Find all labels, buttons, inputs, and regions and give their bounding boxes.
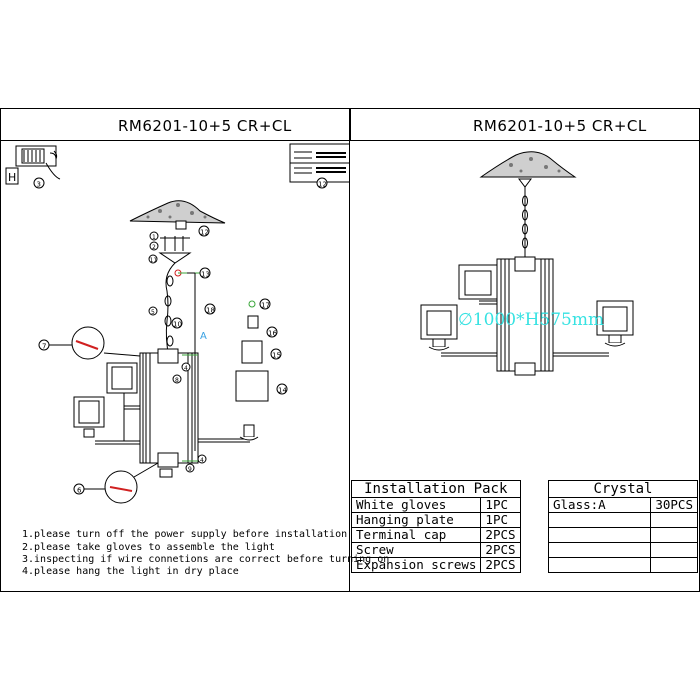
callout-5: 5 bbox=[151, 309, 155, 316]
main-body bbox=[139, 348, 199, 468]
callout-11: 11 bbox=[150, 257, 158, 264]
panel-divider bbox=[349, 108, 351, 592]
callout-10: 10 bbox=[173, 321, 182, 329]
ceiling-mount bbox=[129, 200, 226, 224]
left-model-title: RM6201-10+5 CR+CL bbox=[118, 117, 292, 135]
callout-14: 14 bbox=[278, 387, 287, 395]
arms bbox=[95, 391, 250, 445]
note-3: 3.inspecting if wire connetions are corr… bbox=[22, 554, 390, 565]
shade-part-15 bbox=[241, 340, 263, 364]
wire-detail-upper bbox=[71, 326, 141, 360]
shade-right-right bbox=[596, 300, 634, 347]
wire-connector-icon bbox=[289, 143, 349, 183]
note-4: 4.please hang the light in dry place bbox=[22, 566, 239, 577]
callout-6: 6 bbox=[77, 487, 82, 495]
callout-12-top: 12 bbox=[318, 181, 327, 189]
callout-12: 12 bbox=[200, 229, 209, 237]
arms-right bbox=[441, 300, 609, 357]
table-row bbox=[547, 542, 698, 558]
table-row bbox=[547, 527, 698, 543]
shade-right-top bbox=[458, 264, 498, 300]
svg-text:H: H bbox=[8, 171, 16, 184]
crystal-header: Crystal bbox=[548, 480, 698, 498]
callout-17: 17 bbox=[261, 302, 270, 310]
body-right bbox=[496, 256, 554, 376]
callout-4-lower: 4 bbox=[200, 457, 204, 464]
left-title-bar bbox=[0, 108, 351, 141]
callout-4-upper: 4 bbox=[184, 365, 188, 372]
right-model-title: RM6201-10+5 CR+CL bbox=[473, 117, 647, 135]
label-A: A bbox=[200, 331, 207, 342]
installation-pack-header: Installation Pack bbox=[351, 480, 521, 498]
callout-2: 2 bbox=[152, 244, 156, 251]
installation-diagram: H 3 12 12 1 2 11 13 5 10 18 A 4 8 bbox=[5, 143, 349, 504]
power-switch-icon: H bbox=[5, 145, 58, 185]
product-drawing bbox=[420, 151, 634, 376]
bulb-part bbox=[247, 300, 259, 329]
chain bbox=[164, 262, 176, 358]
chain-right bbox=[522, 187, 528, 259]
callout-8: 8 bbox=[175, 377, 179, 384]
callout-7: 7 bbox=[42, 343, 46, 351]
callout-18: 18 bbox=[206, 307, 215, 315]
note-1: 1.please turn off the power supply befor… bbox=[22, 529, 348, 540]
callout-1: 1 bbox=[152, 234, 156, 241]
callout-13: 13 bbox=[201, 271, 210, 279]
wire-detail-lower bbox=[104, 462, 159, 504]
note-2: 2.please take gloves to assemble the lig… bbox=[22, 542, 275, 553]
callout-3: 3 bbox=[37, 181, 41, 189]
dimension-label: ∅1000*H575mm bbox=[458, 310, 605, 330]
table-row bbox=[547, 512, 698, 528]
callout-15: 15 bbox=[272, 352, 281, 360]
shade-left-2 bbox=[73, 396, 105, 438]
callout-16: 16 bbox=[268, 330, 277, 338]
table-row bbox=[547, 557, 698, 573]
shade-right-left bbox=[420, 304, 458, 351]
ceiling-canopy bbox=[479, 151, 577, 178]
lamp-right bbox=[239, 424, 259, 441]
callout-9: 9 bbox=[188, 466, 192, 473]
shade-left-1 bbox=[106, 362, 138, 394]
shade-part-14 bbox=[235, 370, 269, 402]
